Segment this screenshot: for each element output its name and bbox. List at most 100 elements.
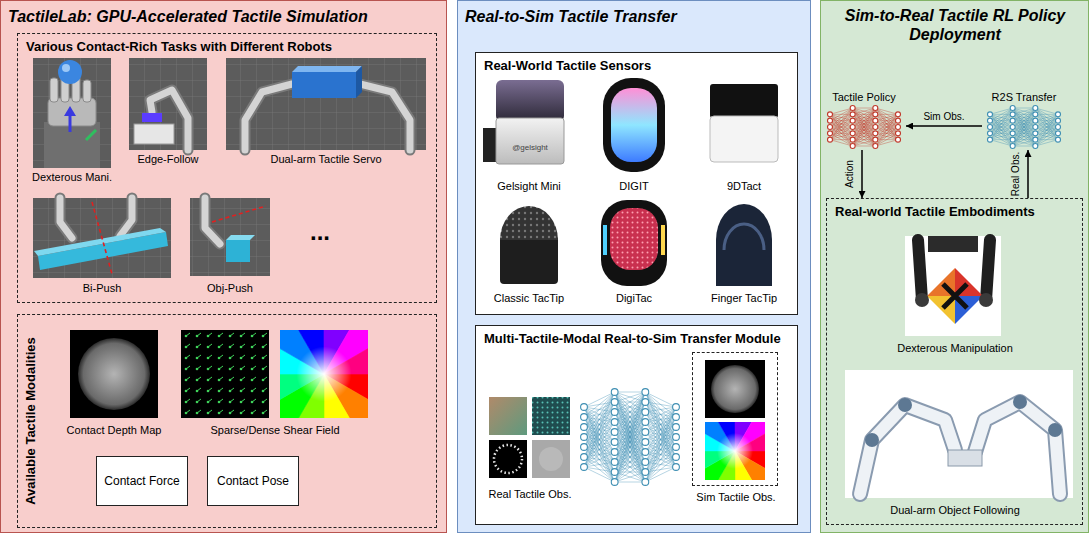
neural-network-part — [1013, 133, 1036, 146]
neural-network-part — [875, 114, 898, 133]
bi-push-scene-part — [60, 198, 72, 238]
neural-network-part — [615, 452, 646, 472]
neural-network-part — [896, 118, 901, 123]
text-slot: Edge-Follow — [123, 153, 213, 166]
neural-network-part — [615, 452, 646, 453]
neural-network-part — [615, 472, 646, 482]
bi-push-scene-part — [120, 198, 132, 236]
neural-network-part — [615, 452, 646, 472]
neural-network-part — [645, 467, 676, 482]
neural-network-part — [830, 108, 853, 121]
neural-network-part — [584, 467, 615, 472]
neural-network-part — [615, 392, 646, 462]
neural-network-part — [990, 133, 1013, 134]
neural-network-part — [615, 432, 646, 442]
neural-network-part — [584, 392, 615, 457]
neural-network-part — [830, 127, 853, 146]
neural-network-part — [584, 402, 615, 467]
neural-network-part — [990, 108, 1013, 114]
neural-network-part — [830, 121, 853, 134]
neural-network-part — [875, 114, 898, 127]
neural-network-part — [1010, 118, 1015, 123]
neural-network-part — [1013, 127, 1036, 140]
neural-network-part — [875, 121, 898, 140]
modality-images-part-part — [280, 330, 368, 418]
modality-box: Contact Force — [96, 456, 188, 506]
caption: Dexterous Mani. — [22, 171, 122, 184]
neural-network-part — [581, 434, 588, 441]
neural-network-part — [1035, 127, 1058, 133]
neural-network-part — [1035, 121, 1058, 127]
dual-arm-photo-part — [1048, 423, 1062, 437]
neural-network-part — [615, 432, 646, 472]
classic-tactip-photo-part — [500, 236, 558, 284]
neural-network-part — [645, 432, 676, 447]
neural-network-part — [830, 114, 853, 120]
neural-network-part — [990, 133, 1013, 139]
finger-tactip-photo-part — [724, 224, 764, 250]
neural-network-part — [1013, 108, 1036, 127]
neural-network-part — [853, 108, 876, 133]
neural-network-part — [645, 412, 676, 447]
neural-network-part — [1013, 146, 1036, 147]
neural-network-part — [853, 127, 876, 140]
neural-network-part — [615, 402, 646, 472]
neural-network-part — [645, 432, 676, 467]
neural-network-part — [896, 137, 901, 142]
neural-network-part — [615, 442, 646, 462]
neural-network-part — [1013, 127, 1036, 133]
neural-network-part — [1013, 121, 1036, 134]
neural-network-part — [873, 106, 878, 111]
neural-network-part — [853, 127, 876, 128]
neural-network-part — [615, 422, 646, 432]
neural-network-part — [988, 118, 993, 123]
neural-network-part — [584, 432, 615, 447]
text-slot: Finger TacTip — [694, 292, 794, 305]
neural-network-part — [1013, 121, 1036, 146]
neural-network-part — [988, 112, 993, 117]
dexterous-hand-photo — [905, 236, 1001, 336]
neural-network-part — [615, 432, 646, 433]
neural-network-part — [645, 447, 676, 472]
neural-network-part — [853, 108, 876, 146]
neural-network-part — [645, 457, 676, 482]
neural-network-part — [1010, 137, 1015, 142]
neural-network-part — [830, 114, 853, 127]
neural-network-part — [615, 442, 646, 452]
neural-network-part — [645, 392, 676, 447]
neural-network-part — [584, 402, 615, 407]
transfer-module-figure-part — [494, 445, 522, 473]
neural-network-part — [615, 462, 646, 482]
neural-network-part — [615, 462, 646, 472]
neural-network-part — [581, 414, 588, 421]
edge-follow-scene-part — [142, 113, 162, 122]
neural-network-part — [1035, 114, 1058, 127]
neural-network-part — [1013, 127, 1036, 128]
neural-network-part — [615, 402, 646, 422]
neural-network-part — [830, 139, 853, 140]
dexterous-hand-photo-part — [955, 268, 983, 296]
neural-network-part — [615, 392, 646, 393]
neural-network-part — [853, 121, 876, 134]
neural-network-part — [584, 412, 615, 467]
neural-network-part — [645, 437, 676, 482]
neural-network-part — [645, 427, 676, 462]
neural-network-part — [615, 402, 646, 422]
neural-network-part — [853, 114, 876, 115]
flow-arrow — [906, 125, 982, 127]
dexterous-scene-part — [62, 64, 70, 72]
neural-network-part — [615, 442, 646, 452]
dual-arm-photo-part — [860, 405, 955, 494]
neural-network-part — [853, 146, 876, 147]
neural-network-part — [853, 127, 876, 140]
caption: 9DTact — [694, 180, 794, 193]
neural-network-part — [584, 417, 615, 462]
neural-network-part — [645, 412, 676, 467]
neural-network-part — [645, 392, 676, 427]
neural-network-part — [1013, 120, 1036, 121]
neural-network-part — [645, 407, 676, 432]
modality-images-part — [280, 330, 368, 418]
neural-network-part — [645, 392, 676, 437]
text-slot: Real Tactile Obs. — [475, 488, 585, 501]
neural-network-part — [584, 417, 615, 432]
